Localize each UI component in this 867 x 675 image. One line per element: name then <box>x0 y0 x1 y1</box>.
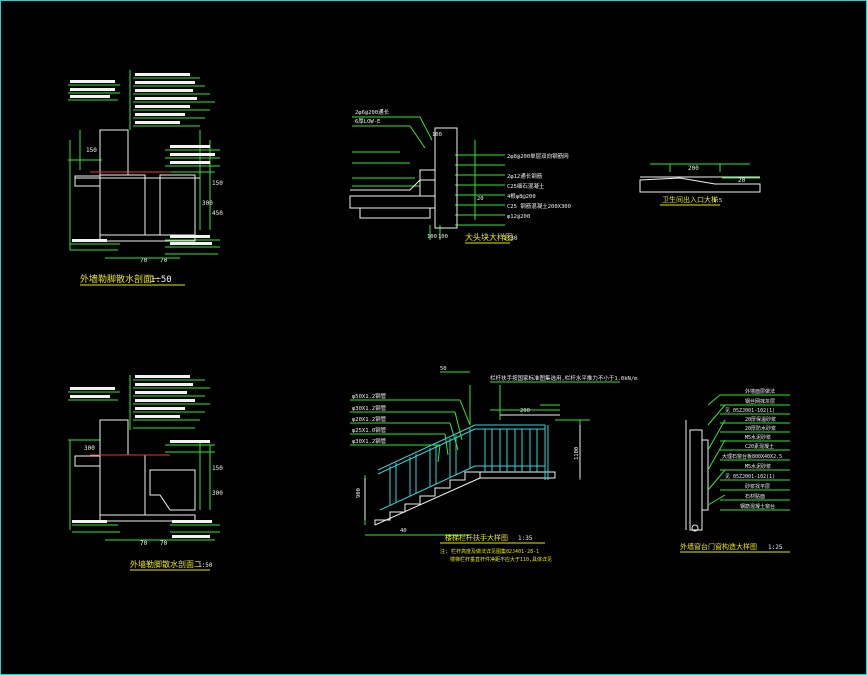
section2-scale: 1:50 <box>198 562 213 569</box>
door-label: 钢筋混凝土窗台 <box>740 503 775 510</box>
dim-label: 300 <box>84 445 95 452</box>
dim-label: 300 <box>212 490 223 497</box>
section1-dimensions: 150 300 150 450 70 70 <box>86 147 223 264</box>
door-label: 石材贴面 <box>745 493 765 500</box>
step-label: 6厚LOW-E <box>355 118 380 125</box>
dim-label: 20 <box>477 196 484 202</box>
door-label: M5水泥砂浆 <box>745 434 771 441</box>
railing-label: φ30X1.2钢管 <box>352 437 387 445</box>
step-title: 大头块大样图 <box>465 232 513 242</box>
dim-label: 100 <box>427 234 437 240</box>
dim-label: 100 <box>438 234 448 240</box>
dim-label: 150 <box>212 465 223 472</box>
dim-label: 70 <box>140 540 148 547</box>
step-label: 2φ6@200通长 <box>355 108 390 116</box>
dim-label: 1100 <box>574 447 580 460</box>
section2-dimensions: 300 150 300 70 70 <box>84 445 223 547</box>
door-scale: 1:25 <box>768 544 783 551</box>
dim-label: 900 <box>356 488 362 498</box>
railing-label: φ50X1.2钢管 <box>352 392 387 400</box>
step-label: 2φ12通长钢筋 <box>507 172 543 180</box>
railing-detail: 50 栏杆扶手按国家标准图集选用,栏杆水平推力不小于1.0kN/m φ50X1.… <box>350 366 638 563</box>
wall-section-2: 300 150 300 70 70 外墙勒脚散水剖面二 1:50 <box>68 375 223 571</box>
dim-label: 150 <box>86 147 97 154</box>
dim-label: 300 <box>202 200 213 207</box>
dim-label: 200 <box>520 408 530 414</box>
railing-title: 楼梯栏杆扶手大样图 <box>445 533 508 542</box>
door-label: 砂浆找平层 <box>745 483 770 490</box>
door-label: C20素混凝土 <box>745 443 774 450</box>
dim-label: 70 <box>160 257 168 264</box>
section1-title: 外墙勒脚散水剖面一 <box>80 273 161 285</box>
section2-title: 外墙勒脚散水剖面二 <box>130 559 202 569</box>
railing-top-note: 栏杆扶手按国家标准图集选用,栏杆水平推力不小于1.0kN/m <box>490 374 638 382</box>
step-label: C25 钢筋混凝土200X300 <box>507 202 571 210</box>
dim-label: 50 <box>440 366 447 372</box>
step-label: 4根φ8@200 <box>507 192 536 200</box>
door-label: 见 05ZJ001-102(1) <box>725 408 775 414</box>
step-label: φ12@200 <box>507 214 530 220</box>
door-label: 20厚防水砂浆 <box>745 425 776 432</box>
dim-label: 70 <box>140 257 148 264</box>
step-detail: 2φ6@200通长 6厚LOW-E 2φ8@200单层双向钢筋网 2φ12通长钢… <box>349 108 571 244</box>
railing-label: φ30X1.2钢管 <box>352 404 387 412</box>
door-label: 20厚保温砂浆 <box>745 416 776 423</box>
railing-scale: 1:35 <box>518 535 533 542</box>
dim-label: 200 <box>688 165 699 172</box>
step-scale: 1:30 <box>503 235 518 242</box>
dim-label: 20 <box>738 177 746 184</box>
entry-scale: 1:5 <box>713 198 722 204</box>
railing-label: φ20X1.2钢管 <box>352 415 387 423</box>
step-label: 2φ8@200单层双向钢筋网 <box>507 152 569 160</box>
door-title: 外墙窗台门窗构造大样图 <box>680 542 757 551</box>
dim-label: 450 <box>212 210 223 217</box>
door-detail: 外墙面层做法 钢丝网抹灰层 见 05ZJ001-102(1) 20厚保温砂浆 2… <box>680 388 790 553</box>
door-label: 大理石窗台板800X40X2.5 <box>722 453 782 460</box>
door-label: 外墙面层做法 <box>745 388 775 395</box>
step-label: 100 <box>432 132 442 138</box>
wall-section-1: 150 300 150 450 70 70 外墙勒脚散水剖面一 1:50 <box>68 70 223 286</box>
door-label: M5水泥砂浆 <box>745 463 771 470</box>
dim-label: 150 <box>212 180 223 187</box>
railing-label: φ25X1.0钢管 <box>352 426 387 434</box>
door-label: 见 05ZJ001-102(1) <box>725 474 775 480</box>
railing-note-2: 楼梯栏杆垂直杆件净距不应大于110,具体详见 <box>450 556 552 563</box>
door-label: 钢丝网抹灰层 <box>745 398 775 405</box>
dim-label: 40 <box>400 528 407 534</box>
step-label: C25细石混凝土 <box>507 182 545 190</box>
entry-title: 卫生间出入口大样 <box>662 195 718 204</box>
dim-label: 70 <box>160 540 168 547</box>
railing-note-1: 注: 栏杆高度及做法详见图集02J401-28-1 <box>440 548 539 555</box>
section1-scale: 1:50 <box>150 275 172 285</box>
entry-detail: 200 20 卫生间出入口大样 1:5 <box>639 163 761 206</box>
